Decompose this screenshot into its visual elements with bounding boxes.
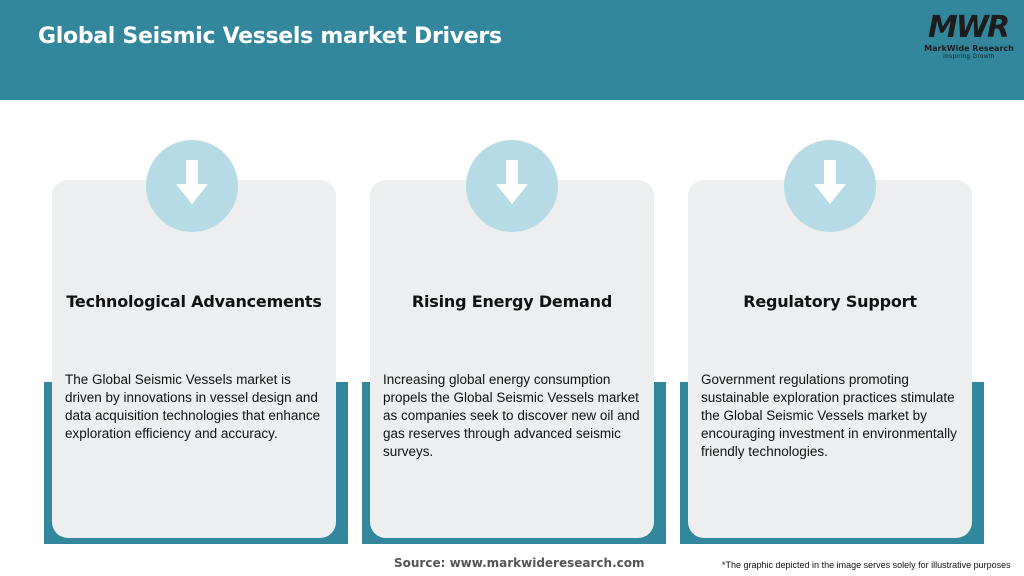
arrow-down-icon — [146, 140, 238, 232]
header-banner: Global Seismic Vessels market Drivers MW… — [0, 0, 1024, 100]
disclaimer-note: *The graphic depicted in the image serve… — [722, 560, 1011, 570]
arrow-down-icon — [466, 140, 558, 232]
card-title: Rising Energy Demand — [411, 292, 613, 311]
company-logo[interactable]: MWR MarkWide Research Inspiring Growth — [924, 10, 1014, 60]
driver-card-regulatory: Regulatory Support Government regulation… — [680, 140, 988, 550]
arrow-down-icon — [784, 140, 876, 232]
source-credit: Source: www.markwideresearch.com — [394, 556, 645, 570]
logo-mark: MWR — [928, 10, 1010, 45]
logo-tagline: Inspiring Growth — [943, 54, 995, 60]
page-title: Global Seismic Vessels market Drivers — [38, 24, 502, 49]
card-panel: Regulatory Support Government regulation… — [688, 180, 972, 538]
driver-card-technological: Technological Advancements The Global Se… — [44, 140, 352, 550]
logo-name: MarkWide Research — [924, 44, 1014, 53]
card-description: The Global Seismic Vessels market is dri… — [65, 372, 321, 441]
card-panel: Technological Advancements The Global Se… — [52, 180, 336, 538]
card-description: Government regulations promoting sustain… — [701, 372, 957, 459]
card-title: Regulatory Support — [743, 292, 917, 311]
card-title: Technological Advancements — [66, 292, 322, 311]
card-description: Increasing global energy consumption pro… — [383, 372, 640, 459]
driver-card-energy: Rising Energy Demand Increasing global e… — [362, 140, 670, 550]
card-panel: Rising Energy Demand Increasing global e… — [370, 180, 654, 538]
